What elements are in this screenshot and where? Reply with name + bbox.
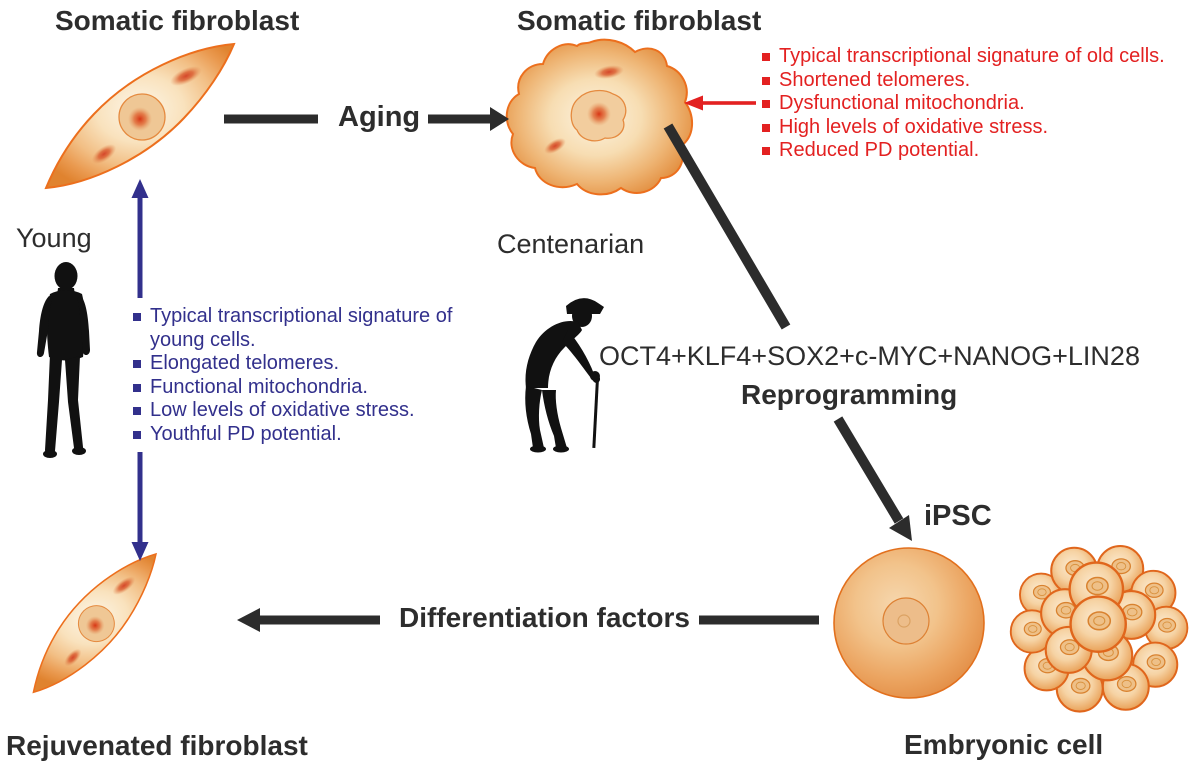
list-item: Dysfunctional mitochondria.: [762, 92, 1165, 116]
bullet-square-icon: [762, 100, 770, 108]
embryonic-cell-cluster-illustration: [1009, 544, 1189, 713]
aging-label: Aging: [338, 101, 421, 133]
ipsc-label: iPSC: [924, 500, 992, 532]
ipsc-cell-illustration: [833, 547, 985, 699]
young-label: Young: [16, 223, 92, 253]
differentiation-factors-label: Differentiation factors: [399, 602, 690, 633]
bullet-square-icon: [133, 313, 141, 321]
rejuvenated-fibroblast-cell-illustration: [11, 553, 179, 694]
young-person-icon: [36, 262, 90, 458]
embryonic-cell-title: Embryonic cell: [904, 729, 1104, 760]
rejuvenated-fibroblast-title: Rejuvenated fibroblast: [6, 730, 308, 761]
list-item: Reduced PD potential.: [762, 139, 1165, 163]
list-item: Shortened telomeres.: [762, 69, 1165, 93]
reprogramming-line: [663, 123, 791, 330]
list-item: Typical transcriptional signature of old…: [762, 45, 1165, 69]
differentiation-arrow: [237, 608, 819, 632]
old-fibroblast-title: Somatic fibroblast: [517, 5, 762, 36]
list-item: Elongated telomeres.: [133, 352, 455, 376]
old-person-icon: [525, 298, 604, 453]
centenarian-label: Centenarian: [497, 229, 645, 259]
bullet-square-icon: [133, 383, 141, 392]
bullet-square-icon: [762, 53, 770, 61]
reprogramming-genes-label: OCT4+KLF4+SOX2+c-MYC+NANOG+LIN28: [599, 341, 1140, 371]
list-item: Low levels of oxidative stress.: [133, 399, 455, 423]
old-cell-traits-list: Typical transcriptional signature of old…: [762, 45, 1165, 163]
reprogramming-label: Reprogramming: [741, 379, 958, 410]
list-item: Functional mitochondria.: [133, 376, 455, 400]
list-item: Typical transcriptional signature of you…: [133, 305, 455, 352]
list-item: Youthful PD potential.: [133, 423, 455, 447]
bullet-square-icon: [133, 407, 141, 415]
old-traits-arrow: [684, 95, 756, 111]
aging-arrow: [224, 107, 509, 131]
rejuvenation-double-arrow: [131, 179, 149, 561]
young-fibroblast-cell-illustration: [45, 43, 235, 189]
young-cell-traits-list: Typical transcriptional signature of you…: [133, 305, 455, 446]
bullet-square-icon: [133, 360, 141, 368]
list-item: High levels of oxidative stress.: [762, 116, 1165, 140]
young-fibroblast-title: Somatic fibroblast: [55, 5, 300, 36]
bullet-square-icon: [762, 76, 770, 85]
bullet-square-icon: [762, 123, 770, 132]
aged-fibroblast-cell-illustration: [505, 38, 693, 196]
bullet-square-icon: [762, 147, 770, 155]
reprogramming-arrow: [833, 416, 912, 541]
bullet-square-icon: [133, 430, 141, 439]
